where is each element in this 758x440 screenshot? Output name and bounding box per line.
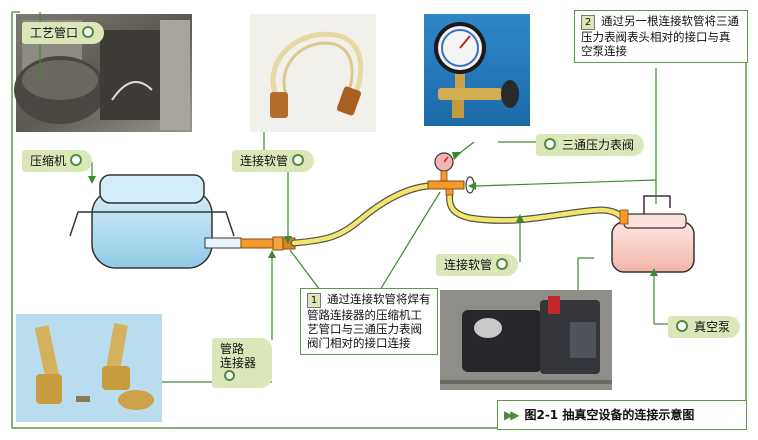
vacuum-pump-photo — [440, 290, 612, 390]
leader-lines — [39, 12, 668, 383]
vacuum-pump-illustration — [611, 195, 695, 273]
hose-photo — [250, 14, 376, 132]
label-text: 真空泵 — [694, 320, 731, 334]
compressor-illustration — [69, 174, 235, 269]
label-text: 压缩机 — [30, 154, 67, 168]
label-gauge-valve: 三通压力表阀 — [536, 134, 645, 156]
double-arrow-icon: ▶▶ — [504, 408, 520, 422]
connectors-photo — [16, 314, 162, 422]
note-text: 通过另一根连接软管将三通压力表阀表头相对的接口与真空泵连接 — [581, 14, 739, 58]
label-text-line1: 管路 — [220, 342, 245, 356]
label-text: 三通压力表阀 — [562, 138, 635, 152]
note-number: 1 — [307, 293, 321, 308]
hose-lines — [290, 182, 628, 247]
arrowheads — [88, 152, 658, 276]
label-hose-bottom: 连接软管 — [436, 254, 519, 276]
circle-bullet-icon — [82, 26, 95, 38]
label-process-port: 工艺管口 — [22, 22, 105, 44]
label-text-line2: 连接器 — [220, 356, 257, 370]
caption-text: 图2-1 抽真空设备的连接示意图 — [524, 408, 695, 422]
gauge-valve-photo — [424, 14, 530, 126]
circle-bullet-icon — [544, 138, 556, 150]
label-vacuum-pump: 真空泵 — [668, 316, 741, 338]
label-text: 连接软管 — [444, 258, 493, 272]
note-text: 通过连接软管将焊有管路连接器的压缩机工艺管口与三通压力表阀阀门相对的接口连接 — [307, 292, 431, 350]
compressor-photo — [14, 14, 192, 132]
label-compressor: 压缩机 — [22, 150, 93, 172]
label-text: 连接软管 — [240, 154, 289, 168]
circle-bullet-icon — [676, 320, 688, 332]
note-number: 2 — [581, 15, 595, 30]
circle-bullet-icon — [292, 154, 305, 166]
circle-bullet-icon — [224, 370, 235, 381]
label-pipe-connector: 管路连接器 — [212, 338, 272, 388]
circle-bullet-icon — [70, 154, 83, 166]
process-tube — [204, 236, 296, 251]
label-text: 工艺管口 — [30, 26, 79, 40]
gauge-valve-illustration — [427, 152, 475, 196]
figure-caption: ▶▶ 图2-1 抽真空设备的连接示意图 — [497, 400, 747, 430]
label-hose-top: 连接软管 — [232, 150, 315, 172]
circle-bullet-icon — [496, 258, 509, 270]
